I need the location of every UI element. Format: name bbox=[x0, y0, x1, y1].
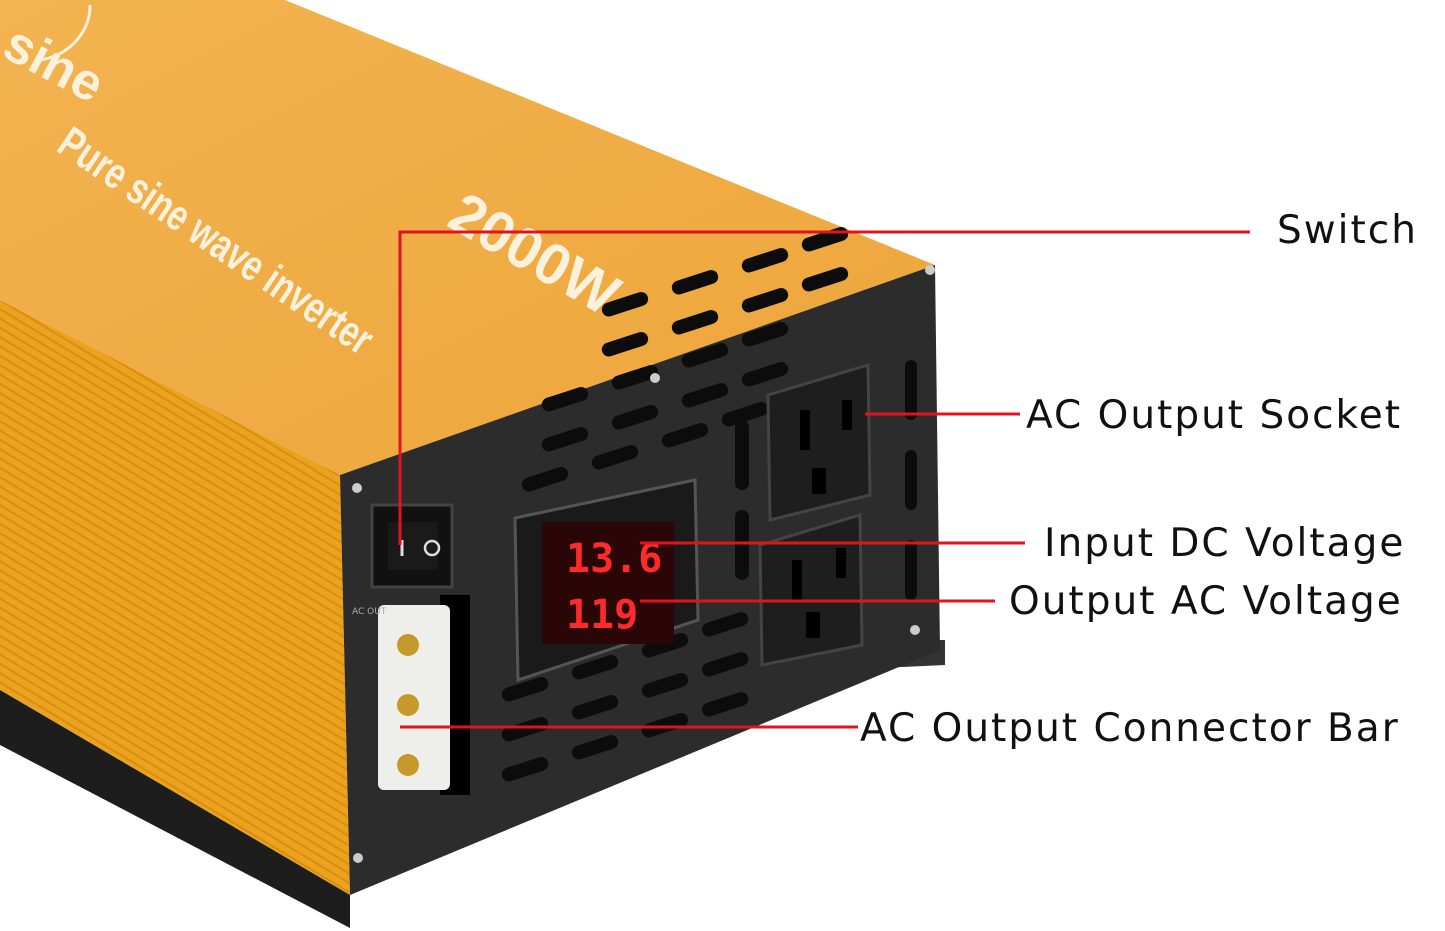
inverter-side-face bbox=[0, 300, 350, 895]
logo-arc bbox=[39, 4, 92, 62]
switch-callout-line bbox=[398, 230, 1250, 545]
screws bbox=[352, 265, 935, 863]
switch-label: Switch bbox=[1277, 208, 1418, 253]
inverter-top-face bbox=[0, 0, 935, 475]
ac-out-panel-label: AC OUT bbox=[352, 607, 387, 617]
ac-output-socket-label: AC Output Socket bbox=[1026, 393, 1402, 438]
vent-slots bbox=[500, 225, 917, 784]
voltage-display: 13.6 119 bbox=[513, 478, 700, 683]
power-switch[interactable] bbox=[370, 503, 454, 589]
callout-lines bbox=[398, 230, 1250, 729]
input-dc-voltage-label: Input DC Voltage bbox=[1044, 521, 1405, 566]
ac-output-socket[interactable] bbox=[766, 362, 872, 522]
ac-output-connector-bar[interactable]: AC OUT bbox=[352, 595, 470, 795]
ac-output-connector-bar-label: AC Output Connector Bar bbox=[860, 706, 1400, 751]
output-ac-voltage-readout: 119 bbox=[566, 592, 638, 638]
output-ac-voltage-label: Output AC Voltage bbox=[1009, 579, 1403, 624]
mounting-plate bbox=[0, 690, 350, 928]
ac-output-socket[interactable] bbox=[758, 512, 864, 667]
